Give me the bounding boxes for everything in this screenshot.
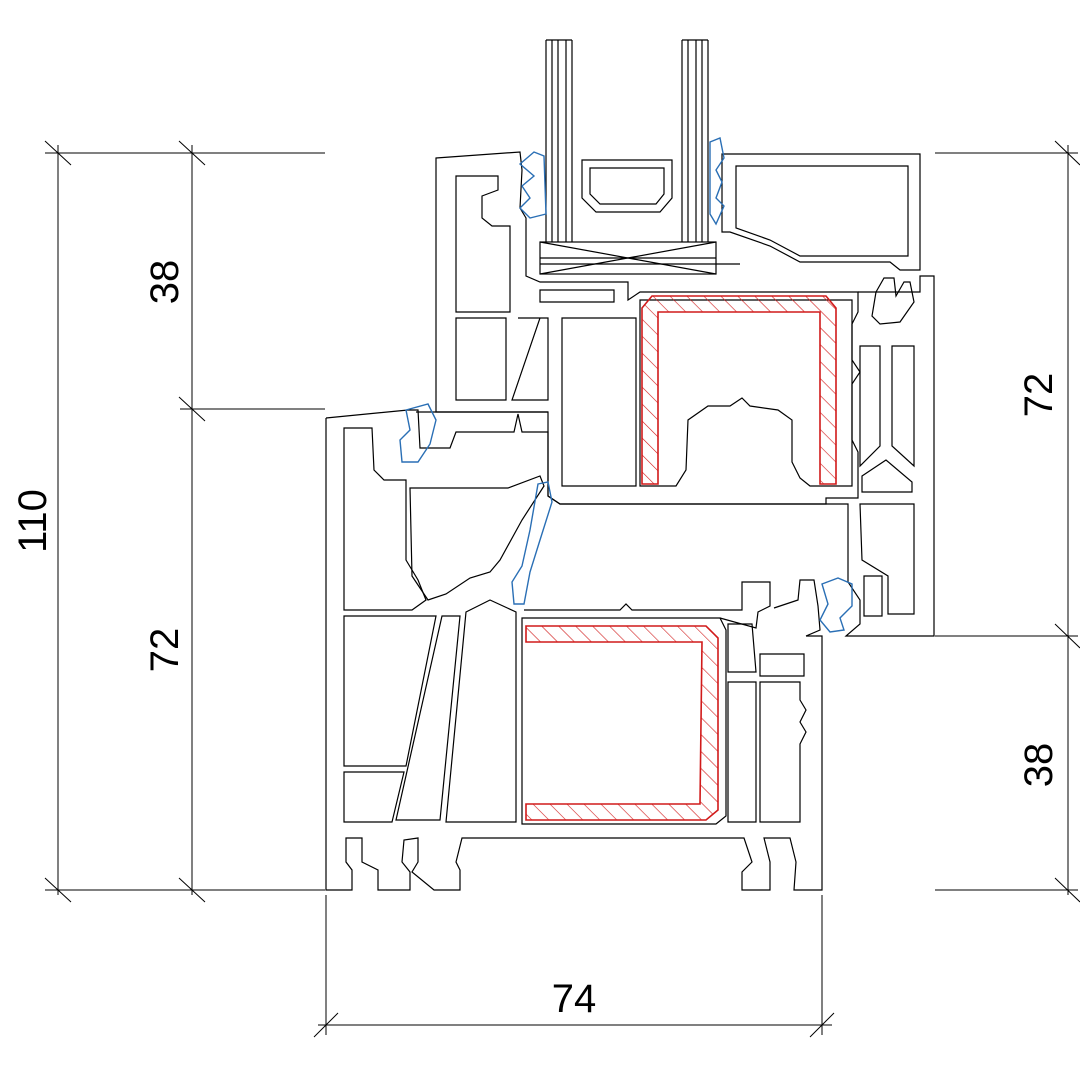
- frame-steel-reinforcement: [525, 625, 719, 821]
- dim-frame-height-right: 38: [1017, 743, 1061, 788]
- dim-frame-height-left: 72: [143, 628, 187, 673]
- dimension-lines: [44, 140, 1080, 1038]
- sash-profile: [416, 151, 921, 505]
- dim-sash-height-left: 38: [143, 260, 187, 305]
- frame-inner-gasket: [819, 577, 853, 633]
- gaskets: [399, 137, 853, 633]
- dim-total-height: 110: [11, 489, 55, 553]
- sash-steel-reinforcement: [641, 295, 837, 485]
- glazing-gasket-outer: [518, 151, 547, 219]
- dimension-labels: 110 38 72 72 38 74: [11, 260, 1061, 1021]
- steel-reinforcements: [525, 295, 837, 821]
- frame-profile: [325, 275, 935, 891]
- center-gasket: [511, 481, 553, 605]
- dim-sash-height-right: 72: [1017, 373, 1061, 418]
- sash-outer-gasket: [399, 403, 437, 463]
- glazing-gasket-inner: [709, 137, 725, 226]
- dim-frame-width: 74: [552, 977, 597, 1021]
